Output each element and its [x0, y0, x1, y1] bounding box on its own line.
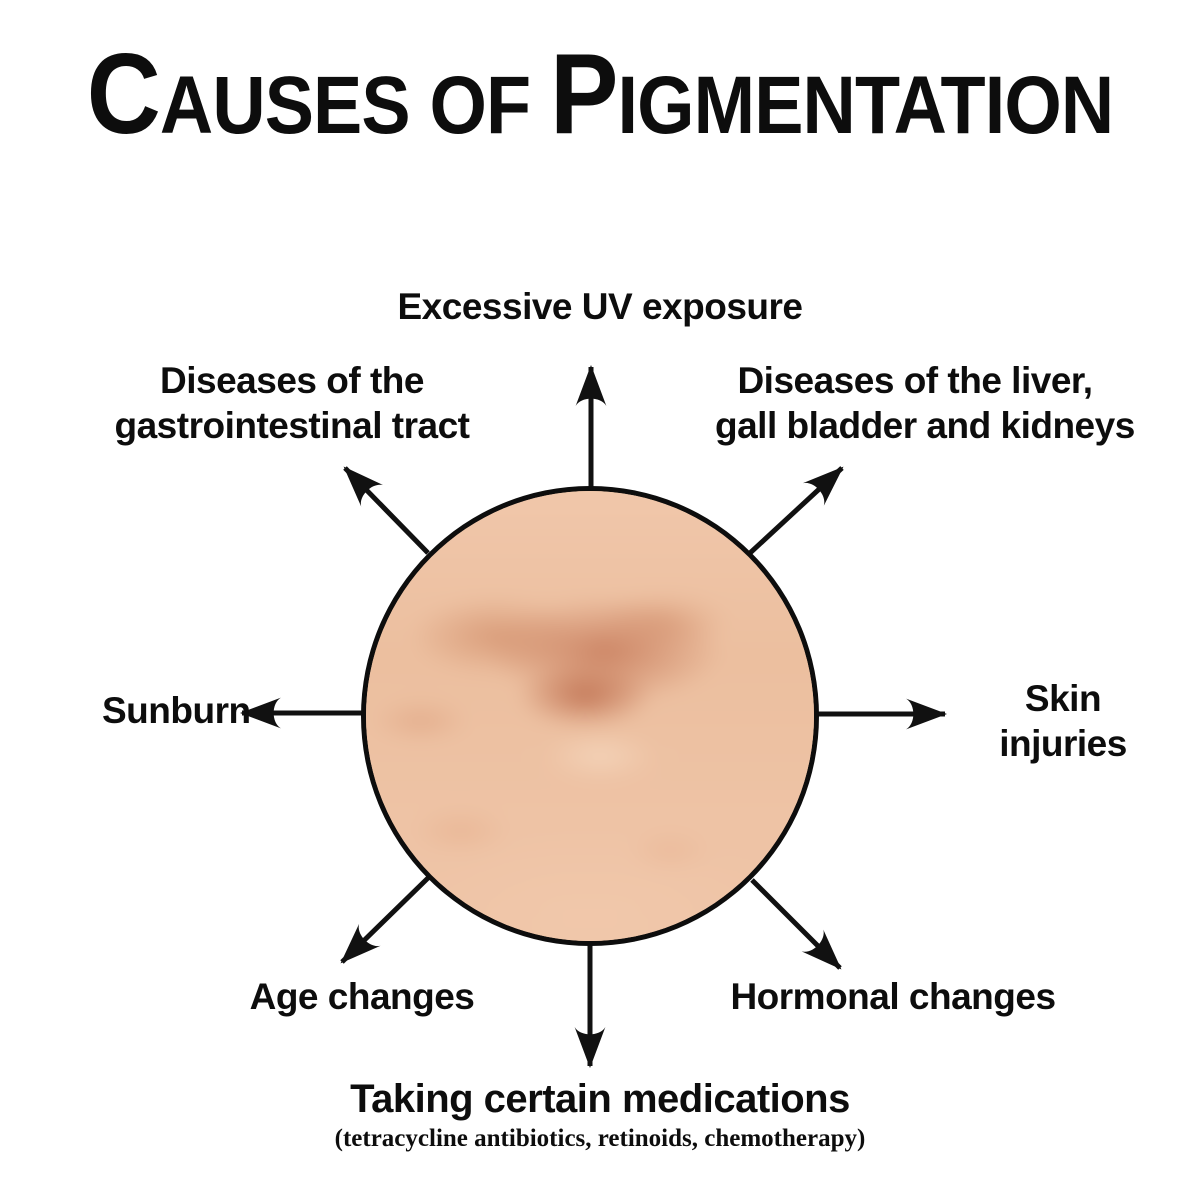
label-line: Skin	[1024, 678, 1102, 719]
label-line: gall bladder and kidneys	[715, 405, 1135, 447]
skin-texture-image	[366, 491, 814, 941]
title-part: C	[86, 31, 161, 158]
title-part: F	[486, 60, 531, 151]
label-skin-injuries: Skin injuries	[963, 676, 1163, 766]
label-line: injuries	[999, 723, 1127, 765]
label-line: Diseases of the	[160, 360, 424, 401]
title-part: O	[429, 60, 487, 151]
label-hormonal-changes: Hormonal changes	[730, 976, 1056, 1017]
label-line: gastrointestinal tract	[114, 405, 470, 447]
label-sunburn: Sunburn	[102, 690, 251, 731]
label-liver-gallbladder-kidney-diseases: Diseases of the liver, gall bladder and …	[715, 358, 1135, 448]
label-line: Diseases of the liver,	[737, 360, 1093, 401]
label-age-changes: Age changes	[249, 976, 475, 1017]
skin-sample-circle	[361, 486, 819, 946]
title-part: IGMENTATION	[617, 60, 1115, 151]
label-taking-medications: Taking certain medications	[350, 1077, 850, 1121]
title-part: AUSES	[159, 60, 411, 151]
title-part: P	[549, 31, 618, 158]
label-medications-detail: (tetracycline antibiotics, retinoids, ch…	[334, 1125, 866, 1152]
label-gastrointestinal-diseases: Diseases of the gastrointestinal tract	[92, 358, 492, 448]
label-excessive-uv-exposure: Excessive UV exposure	[397, 286, 803, 327]
